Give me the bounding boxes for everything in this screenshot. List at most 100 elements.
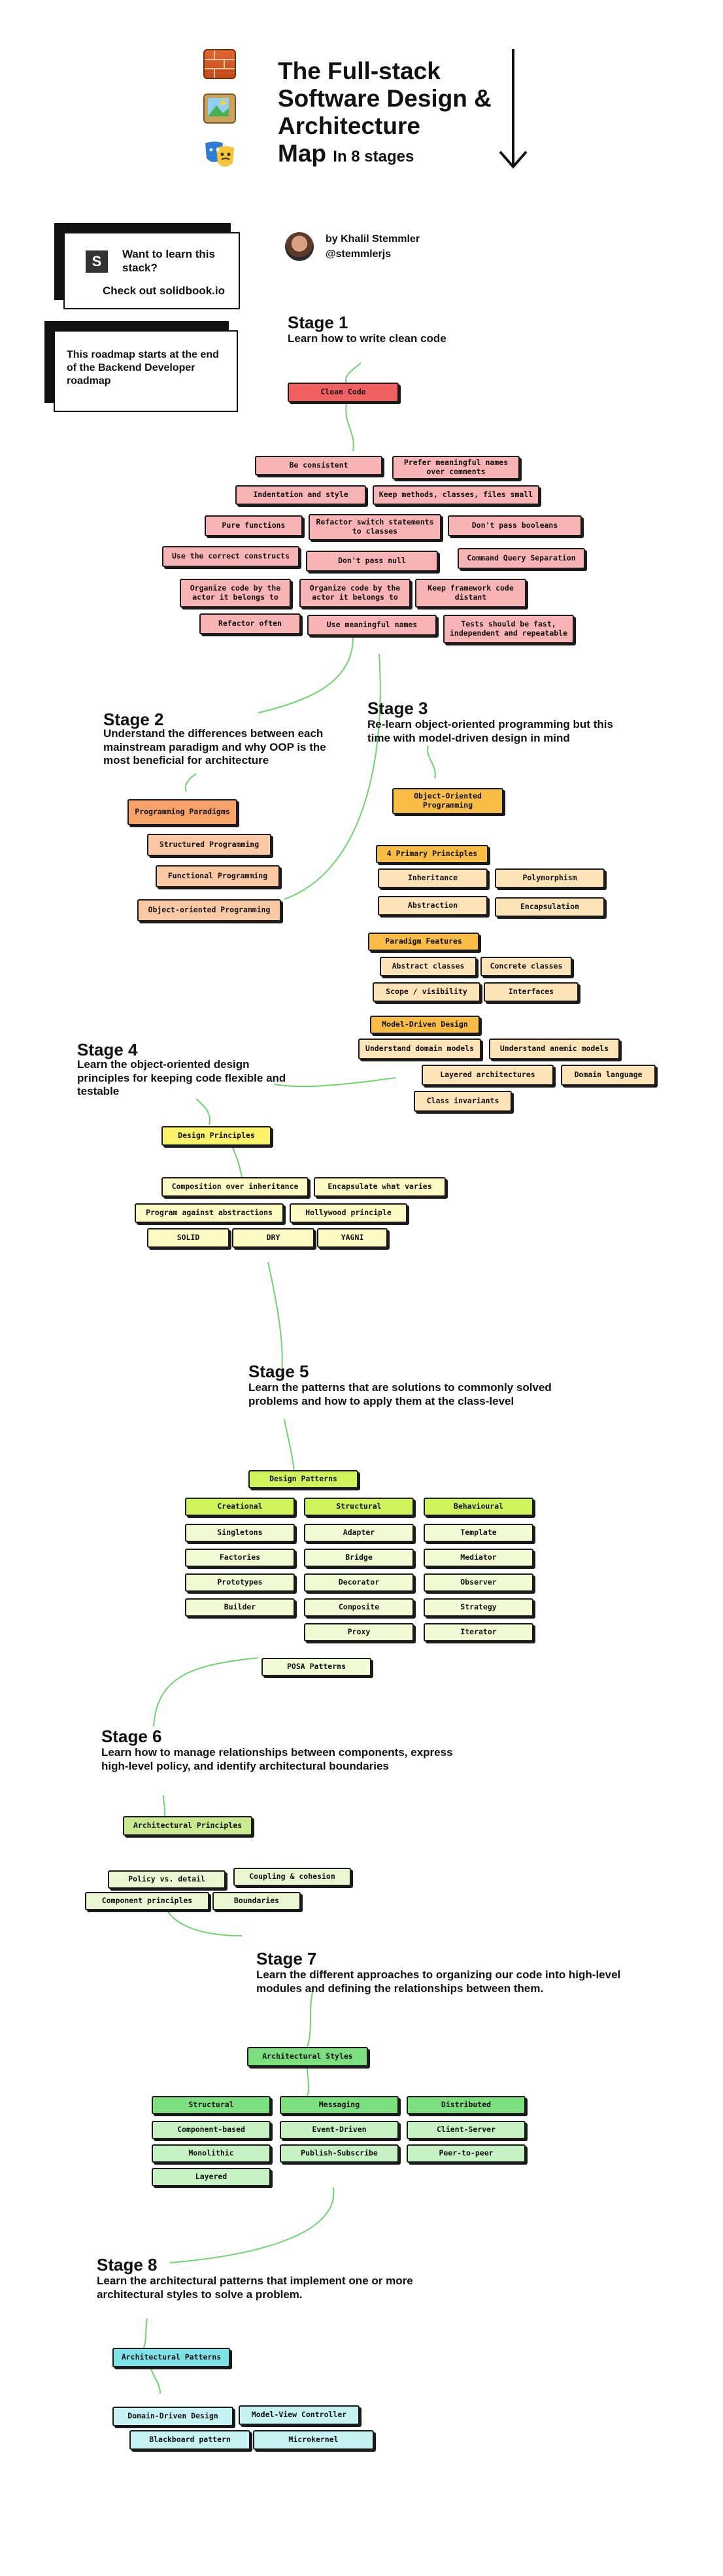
coupling-cohesion-node[interactable]: Coupling & cohesion xyxy=(233,1868,351,1886)
encapsulate-varies-node[interactable]: Encapsulate what varies xyxy=(314,1177,446,1197)
prefer-meaningful-names-node[interactable]: Prefer meaningful names over comments xyxy=(392,456,520,479)
layered-architectures-node[interactable]: Layered architectures xyxy=(422,1065,554,1086)
indentation-style-node[interactable]: Indentation and style xyxy=(235,485,366,505)
meaningful-names-node[interactable]: Use meaningful names xyxy=(307,615,437,636)
abstraction-node[interactable]: Abstraction xyxy=(378,896,488,916)
programming-paradigms-node[interactable]: Programming Paradigms xyxy=(127,799,237,825)
interfaces-node[interactable]: Interfaces xyxy=(484,982,579,1002)
promo-card[interactable]: S Want to learn this stack? Check out so… xyxy=(63,232,240,309)
functional-programming-node[interactable]: Functional Programming xyxy=(156,865,280,887)
concrete-classes-node[interactable]: Concrete classes xyxy=(480,957,572,976)
design-pattern-item[interactable]: Bridge xyxy=(304,1549,414,1567)
model-driven-design-node[interactable]: Model-Driven Design xyxy=(370,1016,480,1034)
design-patterns-2-header[interactable]: Behavioural xyxy=(424,1498,533,1516)
design-pattern-item[interactable]: Prototypes xyxy=(185,1573,295,1592)
architectural-styles-node[interactable]: Architectural Styles xyxy=(247,2047,368,2067)
author-handle[interactable]: @stemmlerjs xyxy=(326,249,392,260)
design-pattern-item[interactable]: Strategy xyxy=(424,1598,533,1617)
architectural-style-item[interactable]: Publish-Subscribe xyxy=(280,2144,399,2163)
architectural-principles-node[interactable]: Architectural Principles xyxy=(123,1816,252,1836)
organize-by-actor-1-node[interactable]: Organize code by the actor it belongs to xyxy=(180,579,291,608)
oop-programming-node[interactable]: Object-oriented Programming xyxy=(137,899,281,921)
primary-principles-node[interactable]: 4 Primary Principles xyxy=(376,845,488,863)
architectural-style-item[interactable]: Component-based xyxy=(152,2121,271,2139)
be-consistent-node[interactable]: Be consistent xyxy=(255,456,382,475)
structured-programming-node[interactable]: Structured Programming xyxy=(147,834,271,856)
stage-1-desc: Learn how to write clean code xyxy=(288,332,446,345)
architectural-style-item[interactable]: Peer-to-peer xyxy=(407,2144,526,2163)
class-invariants-node[interactable]: Class invariants xyxy=(414,1091,512,1112)
design-principles-node[interactable]: Design Principles xyxy=(161,1126,271,1146)
stage-2-title: Stage 2 xyxy=(103,710,164,729)
design-pattern-item[interactable]: Mediator xyxy=(424,1549,533,1567)
encapsulation-node[interactable]: Encapsulation xyxy=(495,897,605,917)
refactor-switch-node[interactable]: Refactor switch statements to classes xyxy=(309,514,441,540)
architectural-style-item[interactable]: Client-Server xyxy=(407,2121,526,2139)
architectural-style-1-header[interactable]: Messaging xyxy=(280,2096,399,2114)
promo-line-1: Want to learn this xyxy=(122,248,215,260)
program-against-abstractions-node[interactable]: Program against abstractions xyxy=(135,1203,284,1223)
design-pattern-item[interactable]: Composite xyxy=(304,1598,414,1617)
abstract-classes-node[interactable]: Abstract classes xyxy=(380,957,477,976)
pure-functions-node[interactable]: Pure functions xyxy=(205,515,303,536)
design-pattern-item[interactable]: Iterator xyxy=(424,1623,533,1641)
dont-pass-booleans-node[interactable]: Don't pass booleans xyxy=(448,515,582,536)
cqs-node[interactable]: Command Query Separation xyxy=(458,548,585,569)
organize-by-actor-2-node[interactable]: Organize code by the actor it belongs to xyxy=(299,579,411,608)
scope-visibility-node[interactable]: Scope / visibility xyxy=(373,982,480,1002)
promo-link[interactable]: Check out solidbook.io xyxy=(103,284,226,297)
clean-code-node[interactable]: Clean Code xyxy=(288,383,399,402)
design-pattern-item[interactable]: Factories xyxy=(185,1549,295,1567)
inheritance-node[interactable]: Inheritance xyxy=(378,868,488,888)
posa-patterns-node[interactable]: POSA Patterns xyxy=(261,1658,371,1676)
promo-line-2: stack? xyxy=(122,262,158,274)
design-pattern-item[interactable]: Singletons xyxy=(185,1524,295,1542)
composition-over-inheritance-node[interactable]: Composition over inheritance xyxy=(161,1177,309,1197)
component-principles-node[interactable]: Component principles xyxy=(85,1892,209,1910)
paradigm-features-node[interactable]: Paradigm Features xyxy=(368,933,479,951)
object-oriented-programming-node[interactable]: Object-Oriented Programming xyxy=(392,788,503,814)
correct-constructs-node[interactable]: Use the correct constructs xyxy=(162,546,299,567)
design-patterns-0-header[interactable]: Creational xyxy=(185,1498,295,1516)
architectural-patterns-node[interactable]: Architectural Patterns xyxy=(112,2348,230,2367)
architectural-style-item[interactable]: Layered xyxy=(152,2168,271,2186)
avatar xyxy=(285,232,314,261)
policy-vs-detail-node[interactable]: Policy vs. detail xyxy=(108,1870,226,1889)
refactor-often-node[interactable]: Refactor often xyxy=(199,613,301,634)
dont-pass-null-node[interactable]: Don't pass null xyxy=(306,551,438,572)
boundaries-node[interactable]: Boundaries xyxy=(212,1892,301,1910)
design-pattern-item[interactable]: Proxy xyxy=(304,1623,414,1641)
architectural-style-0-header[interactable]: Structural xyxy=(152,2096,271,2114)
hollywood-principle-node[interactable]: Hollywood principle xyxy=(290,1203,407,1223)
microkernel-node[interactable]: Microkernel xyxy=(253,2430,374,2450)
design-pattern-item[interactable]: Template xyxy=(424,1524,533,1542)
stage-7-title: Stage 7 xyxy=(256,1949,317,1968)
arrow-down-icon xyxy=(499,49,528,169)
stage-4-title: Stage 4 xyxy=(77,1040,138,1059)
domain-language-node[interactable]: Domain language xyxy=(561,1065,656,1086)
architectural-style-2-header[interactable]: Distributed xyxy=(407,2096,526,2114)
design-pattern-item[interactable]: Adapter xyxy=(304,1524,414,1542)
design-pattern-item[interactable]: Builder xyxy=(185,1598,295,1617)
solidbook-logo-icon: S xyxy=(86,250,108,273)
tests-fast-node[interactable]: Tests should be fast, independent and re… xyxy=(443,615,574,644)
polymorphism-node[interactable]: Polymorphism xyxy=(495,868,605,888)
model-view-controller-node[interactable]: Model-View Controller xyxy=(239,2405,360,2425)
solid-node[interactable]: SOLID xyxy=(147,1228,229,1248)
architectural-style-item[interactable]: Event-Driven xyxy=(280,2121,399,2139)
domain-models-node[interactable]: Understand domain models xyxy=(358,1039,481,1059)
domain-driven-design-node[interactable]: Domain-Driven Design xyxy=(112,2407,233,2426)
keep-framework-distant-node[interactable]: Keep framework code distant xyxy=(415,579,526,608)
anemic-models-node[interactable]: Understand anemic models xyxy=(489,1039,620,1059)
blackboard-pattern-node[interactable]: Blackboard pattern xyxy=(129,2430,250,2450)
architectural-style-item[interactable]: Monolithic xyxy=(152,2144,271,2163)
keep-small-node[interactable]: Keep methods, classes, files small xyxy=(373,485,539,505)
design-pattern-item[interactable]: Decorator xyxy=(304,1573,414,1592)
stage-2-desc: Understand the differences between each … xyxy=(103,727,326,767)
design-pattern-item[interactable]: Observer xyxy=(424,1573,533,1592)
design-patterns-1-header[interactable]: Structural xyxy=(304,1498,414,1516)
design-patterns-node[interactable]: Design Patterns xyxy=(248,1470,358,1488)
yagni-node[interactable]: YAGNI xyxy=(317,1228,388,1248)
dry-node[interactable]: DRY xyxy=(232,1228,314,1248)
